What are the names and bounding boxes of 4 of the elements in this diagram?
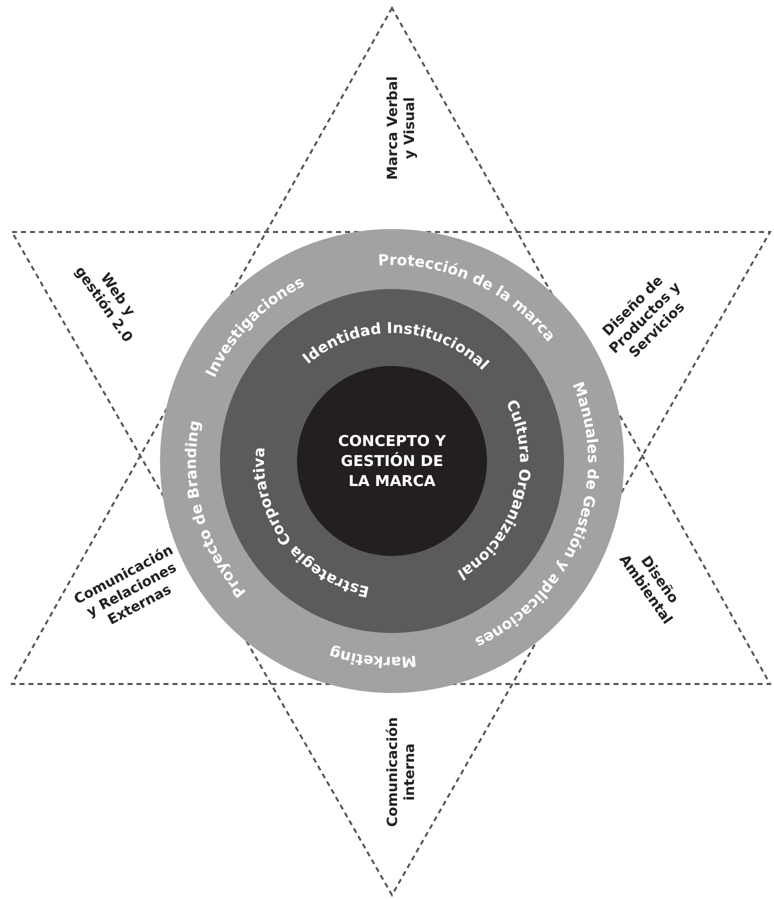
star-point-label: Comunicación interna <box>385 717 419 827</box>
center-title: CONCEPTO Y GESTIÓN DE LA MARCA <box>337 431 447 491</box>
star-point-label: Marca Verbal y Visual <box>385 73 419 183</box>
ring-label: Marketing <box>326 644 418 672</box>
